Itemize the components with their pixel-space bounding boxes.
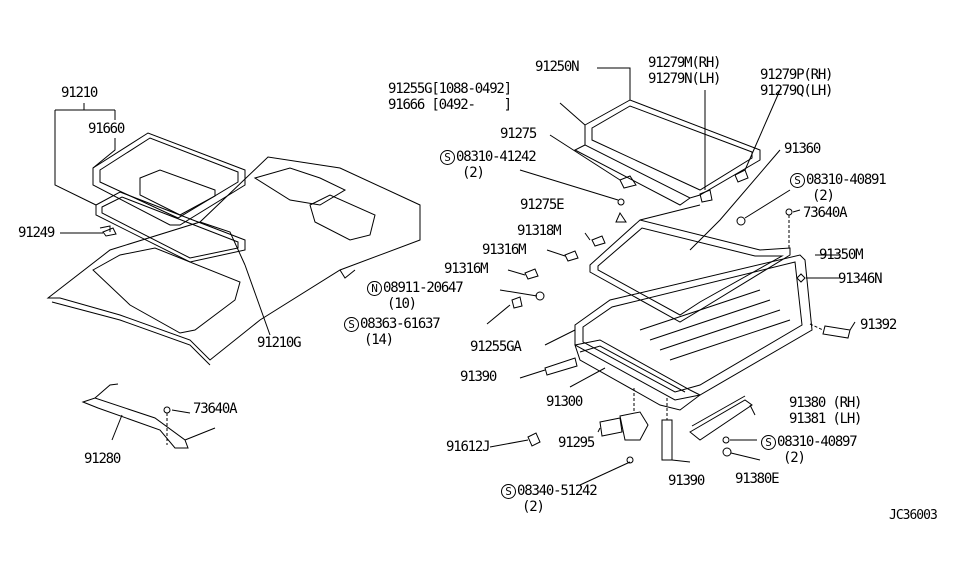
part-label-91250N: 91250N	[535, 59, 580, 75]
standard-part-marker: S	[790, 173, 805, 188]
screw-08363	[511, 296, 523, 309]
frame-91300	[574, 339, 701, 411]
drain-tube-91390-a	[544, 357, 578, 376]
nut-91346N	[796, 273, 806, 283]
part-label-91350M: 91350M	[819, 247, 864, 263]
standard-part-marker: S	[344, 317, 359, 332]
quantity-label: (2)	[783, 450, 806, 466]
part-label-91295: 91295	[558, 435, 595, 451]
part-label-91210: 91210	[61, 85, 98, 101]
part-label-91275E: 91275E	[520, 197, 565, 213]
fastener-code: 08340-51242	[517, 483, 598, 499]
fastener-code: 08310-41242	[456, 149, 537, 165]
part-label-91318M: 91318M	[517, 223, 562, 239]
standard-part-marker: S	[440, 150, 455, 165]
screw-08310-41242	[617, 198, 625, 206]
quantity-label: (2)	[812, 188, 835, 204]
part-label-91612J: 91612J	[446, 439, 491, 455]
part-label-91380: 91380 (RH)	[789, 395, 863, 411]
part-label-91392: 91392	[860, 317, 897, 333]
part-label-91316M-a: 91316M	[482, 242, 527, 258]
standard-part-marker: S	[761, 435, 776, 450]
frame-91350M	[574, 254, 813, 401]
bracket-91279P	[734, 169, 749, 183]
part-label-91316M-b: 91316M	[444, 261, 489, 277]
standard-part-marker: S	[501, 484, 516, 499]
bracket-91275	[619, 175, 637, 189]
quantity-label: (10)	[387, 296, 417, 312]
headliner-panel	[46, 156, 421, 366]
fastener-code: 08911-20647	[383, 280, 464, 296]
part-label-91390-a: 91390	[460, 369, 497, 385]
part-label-91390-b: 91390	[668, 473, 705, 489]
part-label-91666: 91666 [0492- ]	[388, 97, 512, 113]
bolt-73640A	[785, 208, 793, 216]
part-label-91275: 91275	[500, 126, 537, 142]
part-label-91280: 91280	[84, 451, 121, 467]
drain-tube-91392	[822, 325, 851, 339]
part-label-91346N: 91346N	[838, 271, 883, 287]
bracket-91316M-b	[524, 268, 539, 280]
part-label-91279N: 91279N(LH)	[648, 71, 722, 87]
part-label-73640A-right: 73640A	[803, 205, 848, 221]
part-label-91380E: 91380E	[735, 471, 780, 487]
quantity-label: (14)	[364, 332, 394, 348]
part-label-91255GA: 91255GA	[470, 339, 522, 355]
fastener-code: 08363-61637	[360, 316, 441, 332]
part-label-73640A-left: 73640A	[193, 401, 238, 417]
part-label-91279M: 91279M(RH)	[648, 55, 722, 71]
part-label-91300: 91300	[546, 394, 583, 410]
fastener-code: 08310-40891	[806, 172, 887, 188]
drain-hose-91280	[81, 383, 216, 449]
part-label-91360: 91360	[784, 141, 821, 157]
quantity-label: (2)	[462, 165, 485, 181]
bracket-91279M	[699, 189, 713, 203]
sunroof-frame-91360	[589, 204, 791, 323]
part-label-91381: 91381 (LH)	[789, 411, 863, 427]
part-label-91279Q: 91279Q(LH)	[760, 83, 834, 99]
glass-lid	[573, 99, 761, 206]
quantity-label: (2)	[522, 499, 545, 515]
drain-tube-91390-b	[661, 419, 673, 461]
screw-08310-40891	[736, 216, 746, 226]
part-label-91210G: 91210G	[257, 335, 302, 351]
seal-frame-91660	[92, 132, 246, 226]
bracket-91318M	[591, 235, 606, 247]
part-label-91249: 91249	[18, 225, 55, 241]
part-label-91660: 91660	[88, 121, 125, 137]
clip-91249	[102, 227, 117, 237]
part-label-91255G: 91255G[1088-0492]	[388, 81, 512, 97]
nut-marker: N	[367, 281, 382, 296]
clip-91612J	[527, 432, 541, 447]
seal-frame-91210	[95, 191, 246, 263]
clip-91275E	[615, 211, 627, 223]
part-label-91279P: 91279P(RH)	[760, 67, 834, 83]
leader-lines	[54, 67, 856, 486]
motor-91295	[599, 388, 649, 464]
diagram-reference-code: JC36003	[889, 508, 938, 523]
rail-91380	[689, 395, 753, 457]
fastener-code: 08310-40897	[777, 434, 858, 450]
nut-08911	[535, 291, 545, 301]
bracket-91316M-a	[564, 250, 579, 262]
